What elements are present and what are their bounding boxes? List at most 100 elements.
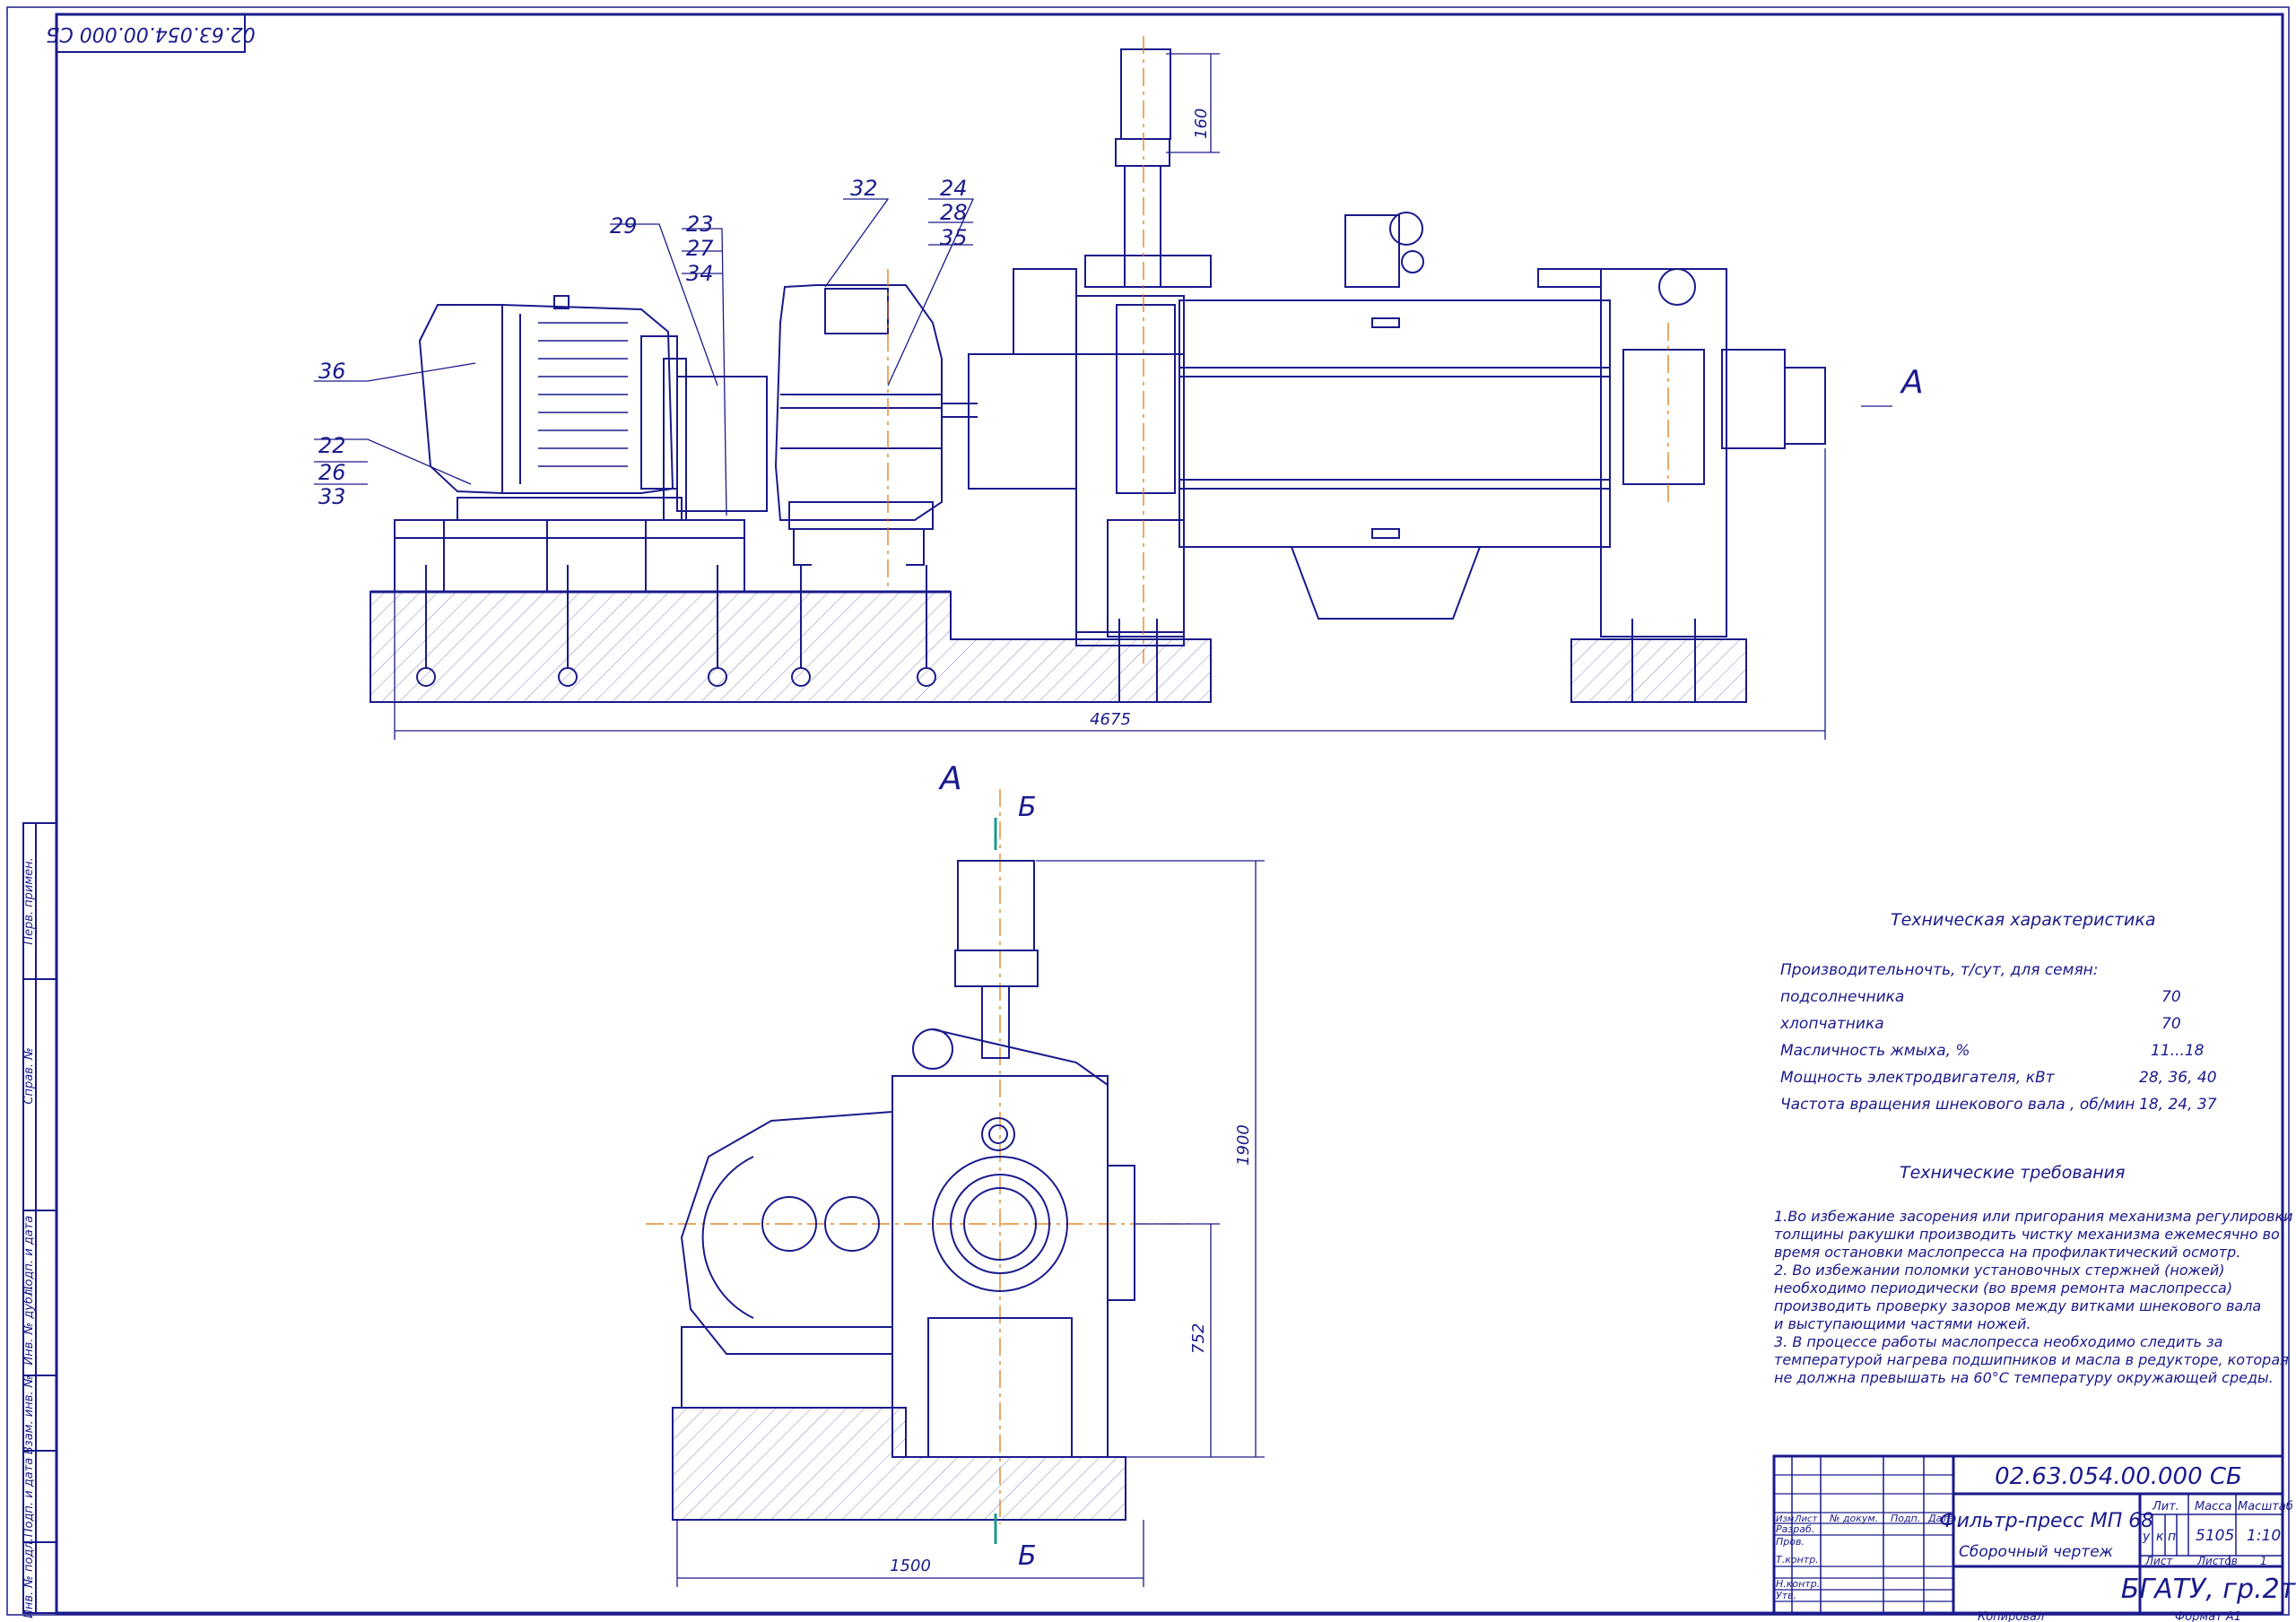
electric-motor	[418, 304, 674, 494]
title-block-scale: 1:10	[2247, 1527, 2281, 1545]
title-block-lit-cell: п	[2168, 1530, 2176, 1544]
tech-char-value: 18, 24, 37	[2139, 1096, 2217, 1114]
motor-base-frame	[394, 519, 745, 593]
callout: 33	[318, 484, 346, 509]
tech-req-title: Технические требования	[1900, 1163, 2125, 1183]
tech-requirements: Технические требования 1.Во избежание за…	[1774, 1163, 2293, 1386]
view-a-motor	[680, 1110, 893, 1355]
tech-char-label: подсолнечника	[1780, 988, 1904, 1006]
title-block-mass-label: Масса	[2195, 1500, 2231, 1514]
title-block-grid	[1772, 1454, 2284, 1615]
callout-labels: 36 22 26 33 29 23 27 34 32 24 28 35	[318, 176, 968, 509]
dimension-width: 1500	[890, 1557, 931, 1575]
tech-char-label: Мощность электродвигателя, кВт	[1780, 1069, 2056, 1087]
vertical-drive-column	[1124, 165, 1161, 288]
callout-leaders	[314, 198, 975, 516]
tech-req-line: температурой нагрева подшипников и масла…	[1774, 1351, 2289, 1368]
dimension-shaft-height: 752	[1189, 1323, 1208, 1354]
centre-lines	[646, 36, 1669, 1524]
tech-char-value: 11...18	[2151, 1042, 2205, 1060]
tech-char-value: 28, 36, 40	[2139, 1069, 2217, 1087]
corner-code: 02.63.054.00.000 СБ	[46, 22, 255, 45]
title-block-format: Формат А1	[2175, 1610, 2241, 1622]
title-block-col-header: Подп.	[1891, 1513, 1920, 1524]
stamp-label: Инв. № подл.	[22, 1538, 36, 1618]
tech-req-line: не должна превышать на 60°С температуру …	[1774, 1369, 2274, 1386]
title-block-role: Н.контр.	[1776, 1578, 1820, 1590]
stamp-label: Взам. инв. №	[22, 1375, 36, 1454]
title-block-col-header: № докум.	[1829, 1513, 1878, 1524]
press-barrel	[1178, 299, 1611, 548]
tech-char-label: Частота вращения шнекового вала , об/мин	[1780, 1096, 2135, 1114]
left-stamp-column	[22, 822, 57, 1614]
title-block-role: Разраб.	[1776, 1523, 1814, 1535]
callout: 32	[850, 176, 878, 201]
stamp-label: Справ. №	[22, 1047, 36, 1104]
title-block-role: Утв.	[1776, 1590, 1796, 1601]
dimensions-view-a	[676, 860, 1265, 1587]
callout: 24	[940, 176, 968, 201]
title-block-sheet-label: Лист	[2144, 1555, 2173, 1567]
title-block-mass: 5105	[2196, 1527, 2234, 1545]
corner-code-box: 02.63.054.00.000 СБ	[46, 13, 256, 53]
title-block-lit-cell: у	[2142, 1530, 2151, 1544]
tech-req-line: производить проверку зазоров между витка…	[1774, 1297, 2261, 1314]
stamp-label: Перв. примен.	[22, 857, 36, 945]
title-block-role: Пров.	[1776, 1536, 1805, 1548]
foundation-right	[1570, 638, 1747, 703]
callout: 28	[940, 200, 968, 225]
title-block-text: 02.63.054.00.000 СБ Фильтр-пресс МП 68 С…	[1776, 1463, 2296, 1622]
tech-req-line: необходимо периодически (во время ремонт…	[1774, 1279, 2232, 1297]
tech-char-label: хлопчатника	[1779, 1015, 1884, 1033]
view-a-title: А	[938, 760, 962, 797]
callout: 22	[318, 433, 346, 458]
title-block-code: 02.63.054.00.000 СБ	[1995, 1463, 2242, 1490]
tech-req-line: 2. Во избежании поломки установочных сте…	[1774, 1262, 2225, 1279]
callout: 34	[686, 261, 714, 286]
dimensions-main	[394, 53, 1892, 740]
foundation-left	[370, 591, 1212, 703]
callout: 27	[686, 236, 714, 261]
view-a	[672, 860, 1135, 1521]
anchor-bolts	[416, 565, 1696, 702]
dimension-overall-length: 4675	[1090, 710, 1131, 729]
press-housing-right	[1600, 268, 1727, 638]
tech-char-label: Производительночть, т/сут, для семян:	[1780, 961, 2099, 979]
callout: 29	[610, 213, 638, 239]
callout: 36	[318, 359, 346, 384]
stamp-label: Инв. № дубл.	[22, 1286, 36, 1366]
tech-char-label: Масличность жмыха, %	[1780, 1042, 1970, 1060]
tech-char-value: 70	[2161, 1015, 2181, 1033]
tech-characteristics: Техническая характеристика Производитель…	[1779, 910, 2217, 1114]
title-block-doc-type: Сборочный чертеж	[1959, 1543, 2114, 1561]
tech-req-line: 1.Во избежание засорения или пригорания …	[1774, 1208, 2293, 1225]
title-block-sheets-count: 1	[2260, 1555, 2267, 1567]
title-block-lit-label: Лит.	[2152, 1500, 2179, 1514]
stamp-label: Подп. и дата	[22, 1216, 36, 1296]
drawing-frame	[6, 6, 2290, 1616]
view-a-foundation	[672, 1407, 1126, 1521]
press-housing-left	[1075, 353, 1185, 633]
callout: 35	[940, 225, 968, 250]
reducer-gearbox	[774, 284, 943, 521]
title-block-role: Т.контр.	[1776, 1554, 1819, 1566]
title-block-col-header: Изм.	[1776, 1514, 1797, 1524]
dimension-height-total: 1900	[1234, 1124, 1253, 1166]
title-block-copied: Копировал	[1978, 1610, 2044, 1622]
title-block-lit-cell: к	[2156, 1530, 2164, 1544]
title-block-col-header: Дата	[1927, 1513, 1954, 1524]
title-block-org: БГАТУ, гр.2т	[2121, 1574, 2296, 1605]
section-label-bottom: Б	[1018, 1540, 1037, 1572]
tech-req-line: время остановки маслопресса на профилакт…	[1774, 1244, 2240, 1261]
section-label-top: Б	[1018, 792, 1037, 823]
tech-char-title: Техническая характеристика	[1891, 910, 2155, 930]
dimension-motor-offset: 160	[1192, 108, 1211, 139]
title-block-name: Фильтр-пресс МП 68	[1940, 1510, 2154, 1532]
title-block-col-header: Лист	[1794, 1514, 1819, 1524]
view-arrow-label: А	[1900, 364, 1924, 401]
callout: 23	[686, 212, 714, 237]
tech-req-line: и выступающими частями ножей.	[1774, 1315, 2031, 1332]
title-block-scale-label: Масштаб	[2238, 1500, 2293, 1514]
tech-req-line: толщины ракушки производить чистку механ…	[1774, 1226, 2280, 1243]
